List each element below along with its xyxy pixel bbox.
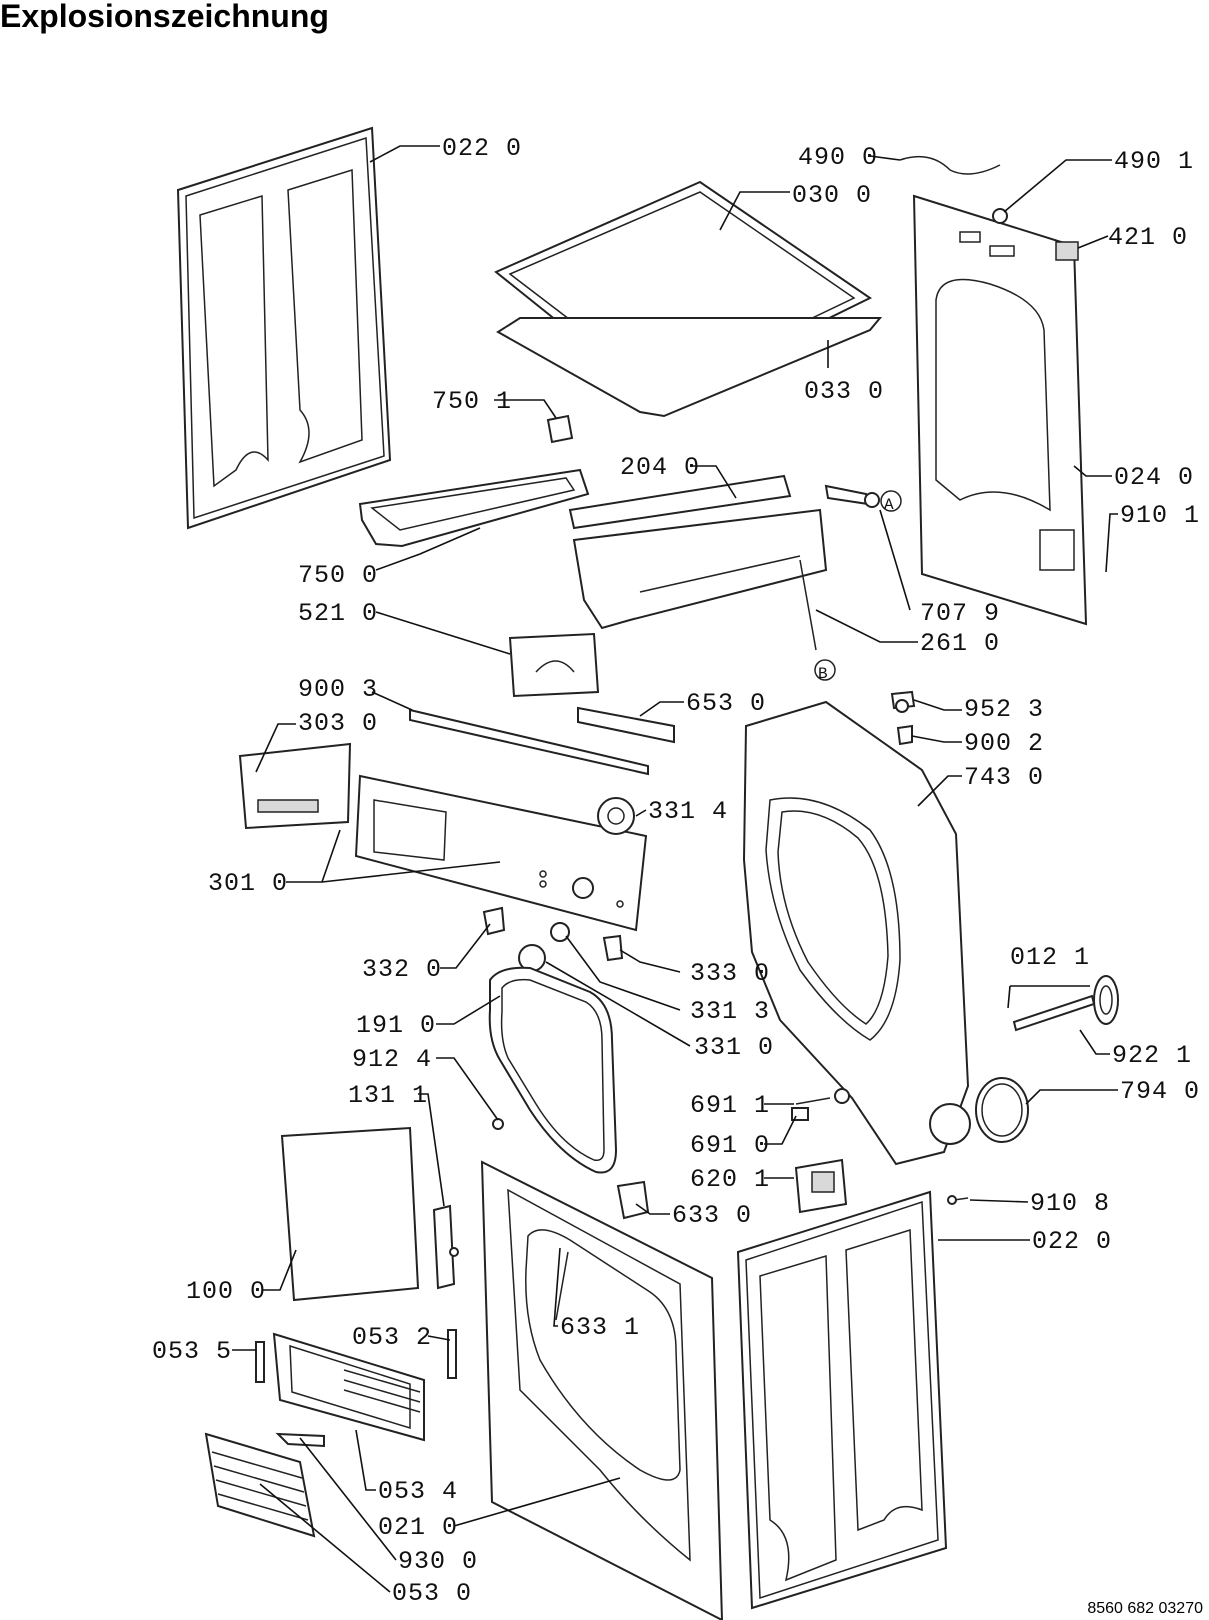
label-053-4: 053 4: [378, 1477, 458, 1506]
shaft-and-pulley: [1012, 975, 1119, 1032]
small-switch-parts: [482, 906, 624, 972]
dispenser-drawer: [238, 742, 352, 830]
label-033-0: 033 0: [804, 377, 884, 406]
label-333-0: 333 0: [690, 959, 770, 988]
label-633-0: 633 0: [672, 1201, 752, 1230]
label-691-1: 691 1: [690, 1091, 770, 1120]
screw-910-8: [947, 1195, 969, 1205]
strip-131-1: [432, 1204, 459, 1290]
label-910-1: 910 1: [1120, 501, 1200, 530]
top-cover: [494, 180, 883, 418]
label-301-0: 301 0: [208, 869, 288, 898]
page-title: Explosionszeichnung: [0, 0, 329, 34]
label-750-0: 750 0: [298, 561, 378, 590]
label-900-2: 900 2: [964, 729, 1044, 758]
label-620-1: 620 1: [690, 1165, 770, 1194]
label-191-0: 191 0: [356, 1011, 436, 1040]
label-131-1: 131 1: [348, 1081, 428, 1110]
callout-labels: 022 0 030 0 033 0 490 0 490 1 421 0 024 …: [152, 134, 1200, 1608]
marker-b: B: [818, 665, 829, 683]
access-panel: [280, 1126, 420, 1302]
drum-front-shield: [742, 700, 971, 1166]
part-750-1: [546, 414, 574, 444]
label-912-4: 912 4: [352, 1045, 432, 1074]
bar-653-0: [577, 706, 675, 744]
lock-parts: [791, 1088, 850, 1214]
label-053-0: 053 0: [392, 1579, 472, 1608]
label-707-9: 707 9: [920, 599, 1000, 628]
rod-900-3: [409, 708, 649, 776]
belt-ring: [975, 1077, 1029, 1143]
document-number: 8560 682 03270: [1087, 1600, 1203, 1617]
label-022-0-top: 022 0: [442, 134, 522, 163]
side-panel-right: [736, 1190, 948, 1610]
label-691-0: 691 0: [690, 1131, 770, 1160]
label-952-3: 952 3: [964, 695, 1044, 724]
label-490-1: 490 1: [1114, 147, 1194, 176]
leader-lines: [232, 145, 1118, 1593]
label-910-8: 910 8: [1030, 1189, 1110, 1218]
label-331-4: 331 4: [648, 797, 728, 826]
label-022-0-bottom: 022 0: [1032, 1227, 1112, 1256]
label-331-0: 331 0: [694, 1033, 774, 1062]
part-707-9: [814, 484, 902, 681]
control-panel: [354, 774, 648, 932]
hinge-633-0: [616, 1180, 650, 1220]
label-012-1: 012 1: [1010, 943, 1090, 972]
label-261-0: 261 0: [920, 629, 1000, 658]
label-794-0: 794 0: [1120, 1077, 1200, 1106]
label-030-0: 030 0: [792, 181, 872, 210]
label-750-1: 750 1: [432, 387, 512, 416]
front-panel: [480, 1160, 724, 1620]
fasteners-952-900: [890, 690, 916, 746]
label-743-0: 743 0: [964, 763, 1044, 792]
label-900-3: 900 3: [298, 675, 378, 704]
label-421-0: 421 0: [1108, 223, 1188, 252]
door-seal: [488, 966, 618, 1174]
rear-panel: [899, 155, 1088, 626]
marker-a: A: [884, 496, 895, 514]
label-303-0: 303 0: [298, 709, 378, 738]
label-930-0: 930 0: [398, 1547, 478, 1576]
label-332-0: 332 0: [362, 955, 442, 984]
label-204-0: 204 0: [620, 453, 700, 482]
label-021-0: 021 0: [378, 1513, 458, 1542]
label-331-3: 331 3: [690, 997, 770, 1026]
label-024-0: 024 0: [1114, 463, 1194, 492]
bracket-521-0: [508, 632, 600, 698]
label-490-0: 490 0: [798, 143, 878, 172]
side-panel-left: [176, 126, 392, 530]
tray-204-0: [568, 474, 828, 651]
label-633-1: 633 1: [560, 1313, 640, 1342]
label-653-0: 653 0: [686, 689, 766, 718]
label-100-0: 100 0: [186, 1277, 266, 1306]
detergent-housing: [358, 468, 590, 548]
label-521-0: 521 0: [298, 599, 378, 628]
label-053-2: 053 2: [352, 1323, 432, 1352]
label-053-5: 053 5: [152, 1337, 232, 1366]
label-922-1: 922 1: [1112, 1041, 1192, 1070]
